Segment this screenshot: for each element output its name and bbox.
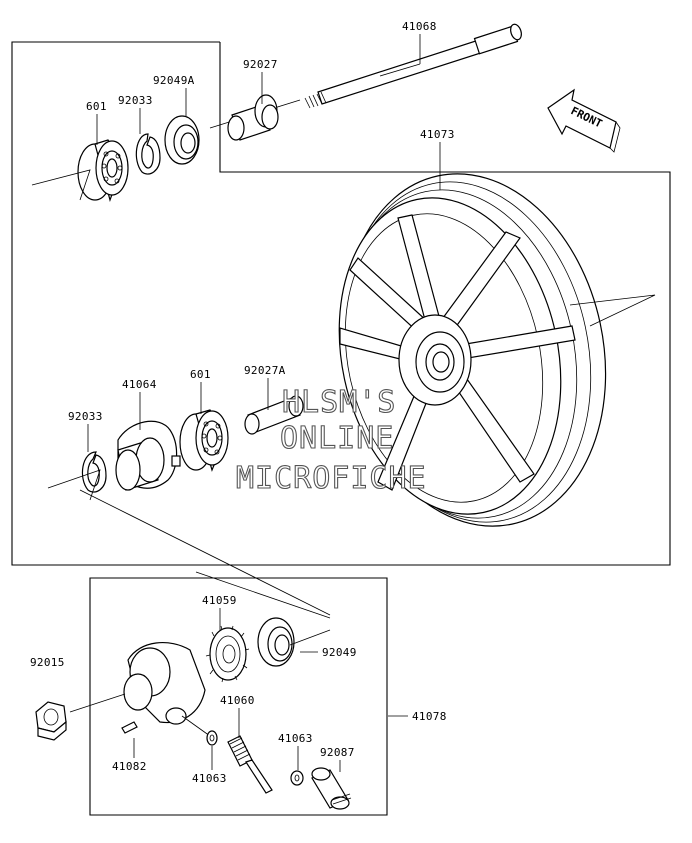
label-92027[interactable]: 92027 — [243, 58, 278, 71]
gear-41059[interactable] — [205, 625, 250, 683]
gearbox-41078[interactable] — [123, 642, 211, 737]
label-92087[interactable]: 92087 — [320, 746, 355, 759]
wheel-41073[interactable] — [311, 149, 637, 550]
watermark-line-2: ONLINE — [280, 421, 394, 456]
watermark: HLSM'S ONLINE MICROFICHE — [235, 384, 427, 496]
label-92049a[interactable]: 92049A — [153, 74, 195, 87]
label-41073[interactable]: 41073 — [420, 128, 455, 141]
leader-41059 — [195, 571, 331, 619]
watermark-line-1: HLSM'S — [282, 385, 396, 420]
flange-41064[interactable] — [115, 420, 181, 491]
nut-92015[interactable] — [35, 701, 67, 741]
label-92015[interactable]: 92015 — [30, 656, 65, 669]
seal-92049a[interactable] — [164, 115, 200, 165]
axis-line-right — [569, 294, 656, 327]
bearing-601-top[interactable] — [77, 139, 129, 203]
circlip-92033-top[interactable] — [135, 133, 161, 175]
axle-41068[interactable] — [209, 23, 523, 129]
front-direction-arrow: FRONT — [547, 88, 621, 153]
pinion-41060[interactable] — [227, 735, 273, 794]
bushing-92087[interactable] — [311, 767, 352, 810]
label-41059[interactable]: 41059 — [202, 594, 237, 607]
label-41060[interactable]: 41060 — [220, 694, 255, 707]
label-41063-a[interactable]: 41063 — [278, 732, 313, 745]
leader-92015 — [69, 693, 126, 713]
pin-41082[interactable] — [121, 721, 138, 734]
label-92033-mid[interactable]: 92033 — [68, 410, 103, 423]
label-41064[interactable]: 41064 — [122, 378, 157, 391]
seal-92049[interactable] — [257, 617, 295, 667]
label-41063-b[interactable]: 41063 — [192, 772, 227, 785]
label-601-top[interactable]: 601 — [86, 100, 107, 113]
label-41068[interactable]: 41068 — [402, 20, 437, 33]
circlip-92033-mid[interactable] — [81, 451, 107, 493]
axis-line-top — [31, 169, 91, 201]
label-41078[interactable]: 41078 — [412, 710, 447, 723]
washer-41063-a[interactable] — [206, 730, 218, 746]
label-92027a[interactable]: 92027A — [244, 364, 286, 377]
label-92049[interactable]: 92049 — [322, 646, 357, 659]
collar-92027[interactable] — [227, 94, 279, 141]
part-labels: 41068 92027 92049A 92033 601 41073 41064… — [30, 20, 455, 785]
leader-41078 — [79, 489, 331, 616]
bearing-601-mid[interactable] — [179, 409, 229, 472]
watermark-line-3: MICROFICHE — [236, 461, 427, 496]
label-92033-top[interactable]: 92033 — [118, 94, 153, 107]
label-leaders — [87, 34, 441, 772]
assembly-frame — [11, 41, 671, 816]
washer-41063-b[interactable] — [290, 770, 304, 786]
axis-line-mid — [47, 469, 101, 501]
collar-92027a[interactable] — [244, 395, 304, 435]
label-601-mid[interactable]: 601 — [190, 368, 211, 381]
label-41082[interactable]: 41082 — [112, 760, 147, 773]
leader-92049-edge — [289, 629, 331, 646]
